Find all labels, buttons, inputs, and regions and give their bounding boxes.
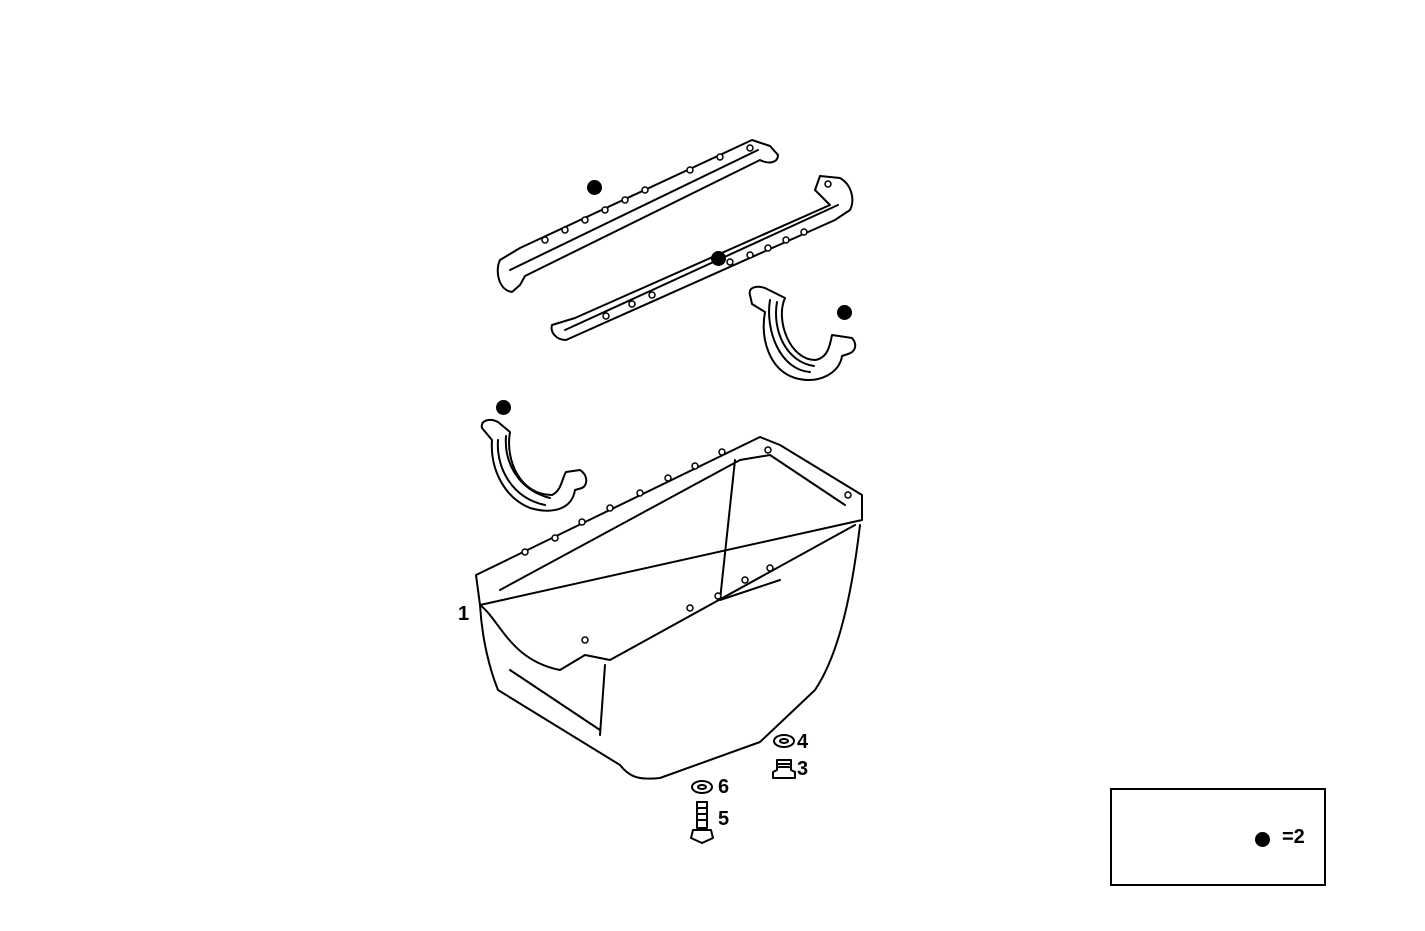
oil-sump [475, 436, 863, 780]
washer-part-6 [691, 780, 713, 794]
half-ring-seal-left [480, 419, 588, 512]
callout-3: 3 [797, 758, 809, 780]
half-ring-seal-right [748, 285, 857, 381]
kit-marker-dot [837, 305, 852, 320]
kit-marker-dot [711, 251, 726, 266]
callout-6: 6 [718, 776, 730, 798]
callout-4: 4 [797, 731, 809, 753]
callout-5: 5 [718, 808, 730, 830]
gasket-strip-lower [550, 175, 854, 341]
legend-text: =2 [1282, 826, 1305, 848]
gasket-strip-upper [496, 139, 779, 293]
washer-part-4 [773, 734, 795, 748]
kit-marker-dot [587, 180, 602, 195]
drain-plug-part-3 [772, 759, 796, 779]
legend-box: =2 [1110, 788, 1326, 886]
legend-marker-dot [1255, 832, 1270, 847]
kit-marker-dot [496, 400, 511, 415]
bolt-part-5 [690, 801, 714, 844]
callout-1: 1 [458, 603, 470, 625]
